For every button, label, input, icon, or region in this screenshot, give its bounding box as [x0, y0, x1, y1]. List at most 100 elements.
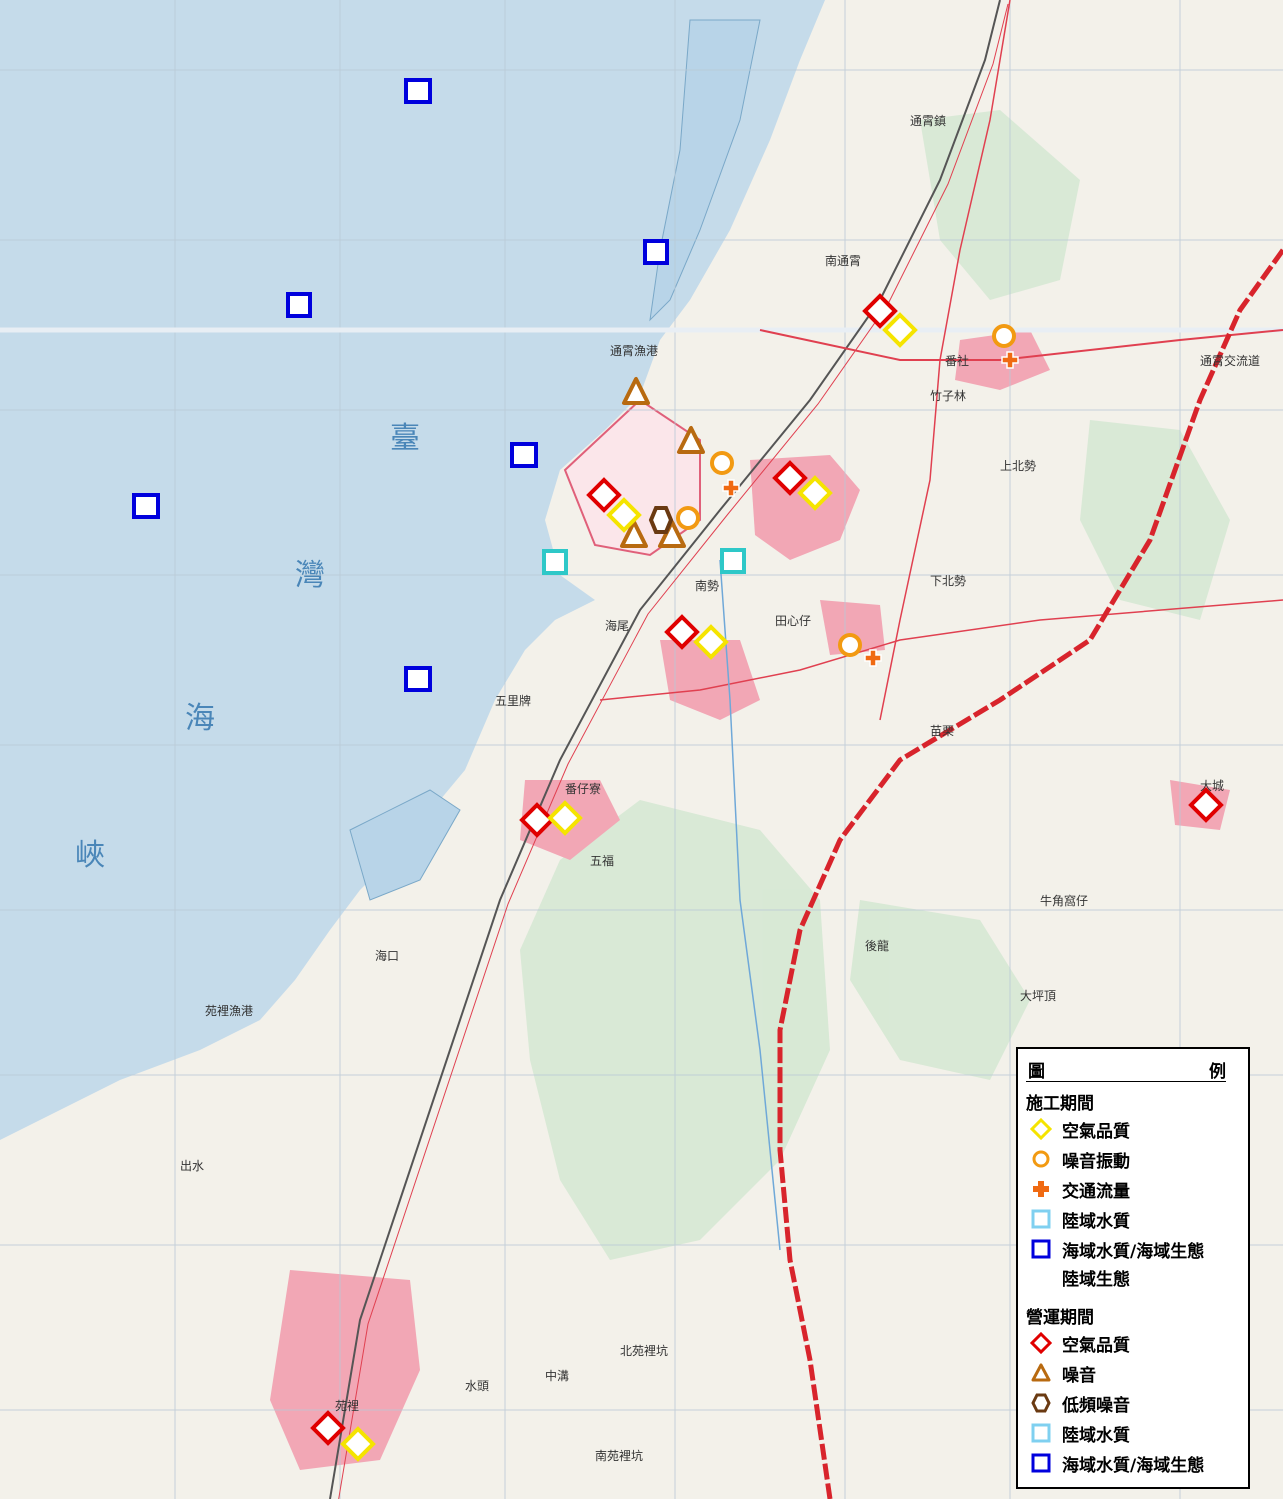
sea-area: [0, 0, 825, 1140]
noise-station-marker: [622, 377, 650, 405]
operation-air-quality-marker: [862, 293, 898, 329]
place-label: 竹子林: [930, 389, 966, 403]
coastal-fishponds: [349, 19, 761, 901]
legend-title-rule: [1026, 1081, 1226, 1082]
place-label: 上北勢: [1000, 458, 1036, 473]
sea-label: 臺: [390, 421, 420, 456]
noise-vibration-station-marker: [710, 451, 734, 475]
land-water-station-marker: [720, 548, 746, 574]
construction-air-quality-markers: [340, 312, 918, 1462]
legend-item-construction-air-quality: 空氣品質: [1030, 1117, 1130, 1142]
legend-item-operation-air-quality: 空氣品質: [1030, 1331, 1130, 1356]
legend-item-label: 海域水質/海域生態: [1062, 1455, 1205, 1476]
place-label: 後龍: [865, 938, 889, 953]
operation-air-quality-marker: [1188, 787, 1224, 823]
place-label: 海尾: [605, 618, 629, 633]
place-label: 苑裡: [335, 1398, 359, 1413]
construction-air-quality-marker: [340, 1426, 376, 1462]
legend-construction-heading: 施工期間: [1026, 1094, 1094, 1114]
legend-item-continuation: 陸域生態: [1062, 1270, 1130, 1290]
construction-air-quality-marker: [547, 800, 583, 836]
noise-station-marker: [620, 520, 648, 548]
place-label: 水頭: [465, 1379, 489, 1393]
construction-air-quality-marker: [882, 312, 918, 348]
sea-label: 灣: [295, 558, 325, 593]
traffic-station-markers: [722, 351, 1019, 667]
legend-item-operation-marine: 海域水質/海域生態: [1030, 1451, 1205, 1476]
sea-label: 海: [185, 701, 215, 736]
legend-title-right: 例: [1209, 1062, 1226, 1082]
yellow-diamond-icon: [1030, 1118, 1052, 1140]
traffic-station-marker: [1001, 351, 1019, 369]
blue-square-icon: [1031, 1239, 1051, 1259]
marine-water-station-marker: [404, 666, 432, 692]
sea-labels: 臺 灣 海 峽: [75, 421, 420, 873]
low-frequency-noise-station-marker: [648, 506, 674, 534]
legend-title: 圖 例: [1018, 1057, 1248, 1082]
map-legend: 圖 例 施工期間 空氣品質 噪音振動 交通流量 陸域水質 海域水質/海域生態 陸…: [1016, 1047, 1250, 1489]
roads: [329, 0, 1283, 1499]
place-label: 海口: [375, 948, 399, 963]
land-water-station-marker: [542, 549, 568, 575]
cyan-square-icon: [1031, 1423, 1051, 1443]
place-label: 苗栗: [930, 724, 954, 738]
place-label: 通霄鎮: [910, 113, 946, 128]
place-label: 南苑裡坑: [595, 1448, 643, 1463]
legend-item-operation-noise: 噪音: [1030, 1361, 1096, 1386]
construction-air-quality-marker: [693, 624, 729, 660]
legend-item-label: 交通流量: [1062, 1181, 1130, 1202]
legend-item-label: 陸域水質: [1062, 1425, 1130, 1446]
legend-operation-heading: 營運期間: [1026, 1308, 1094, 1328]
marine-water-station-marker: [286, 292, 312, 318]
red-diamond-icon: [1030, 1332, 1052, 1354]
marine-water-station-marker: [510, 442, 538, 468]
freeway-route: [777, 248, 1283, 1499]
legend-title-left: 圖: [1028, 1062, 1045, 1082]
construction-air-quality-marker: [606, 497, 642, 533]
legend-item-label: 海域水質/海域生態: [1062, 1241, 1205, 1262]
noise-vibration-station-marker: [838, 633, 862, 657]
blue-square-icon: [1031, 1453, 1051, 1473]
place-label: 通霄漁港: [610, 344, 658, 358]
operation-air-quality-markers: [310, 293, 1224, 1446]
traffic-station-marker: [722, 479, 740, 497]
place-label: 北苑裡坑: [620, 1343, 668, 1358]
place-label: 通霄交流道: [1200, 353, 1260, 368]
legend-item-construction-traffic: 交通流量: [1030, 1177, 1130, 1202]
marine-water-station-marker: [404, 78, 432, 104]
noise-station-markers: [620, 377, 705, 548]
noise-station-marker: [677, 426, 705, 454]
noise-vibration-station-markers: [676, 324, 1016, 657]
orange-circle-icon: [1032, 1150, 1050, 1168]
place-label: 五福: [590, 853, 614, 868]
traffic-station-marker: [864, 649, 882, 667]
marine-water-station-markers: [132, 78, 669, 692]
place-label: 番仔寮: [565, 781, 601, 796]
operation-air-quality-marker: [772, 460, 808, 496]
place-label: 牛角窩仔: [1040, 893, 1088, 908]
legend-item-construction-marine: 海域水質/海域生態: [1030, 1237, 1205, 1262]
marine-water-station-marker: [132, 493, 160, 519]
legend-item-operation-land-water: 陸域水質: [1030, 1421, 1130, 1446]
place-label: 苑裡漁港: [205, 1003, 253, 1018]
marine-water-station-marker: [643, 239, 669, 265]
noise-vibration-station-marker: [992, 324, 1016, 348]
legend-item-label: 低頻噪音: [1062, 1395, 1130, 1416]
place-label: 大坪頂: [1020, 989, 1056, 1003]
place-label: 下北勢: [930, 573, 966, 588]
legend-item-label: 噪音振動: [1062, 1151, 1130, 1172]
place-label: 出水: [180, 1159, 204, 1173]
place-label: 中溝: [545, 1368, 569, 1383]
operation-air-quality-marker: [519, 802, 555, 838]
noise-vibration-station-marker: [676, 506, 700, 530]
legend-item-operation-low-frequency-noise: 低頻噪音: [1030, 1391, 1130, 1416]
legend-item-construction-noise-vibration: 噪音振動: [1030, 1147, 1130, 1172]
place-label: 番社: [945, 353, 969, 368]
place-label: 南勢: [695, 578, 719, 593]
operation-air-quality-marker: [586, 477, 622, 513]
construction-air-quality-marker: [797, 475, 833, 511]
place-label: 南通霄: [825, 253, 861, 268]
cyan-square-icon: [1031, 1209, 1051, 1229]
legend-item-label: 噪音: [1062, 1365, 1096, 1386]
